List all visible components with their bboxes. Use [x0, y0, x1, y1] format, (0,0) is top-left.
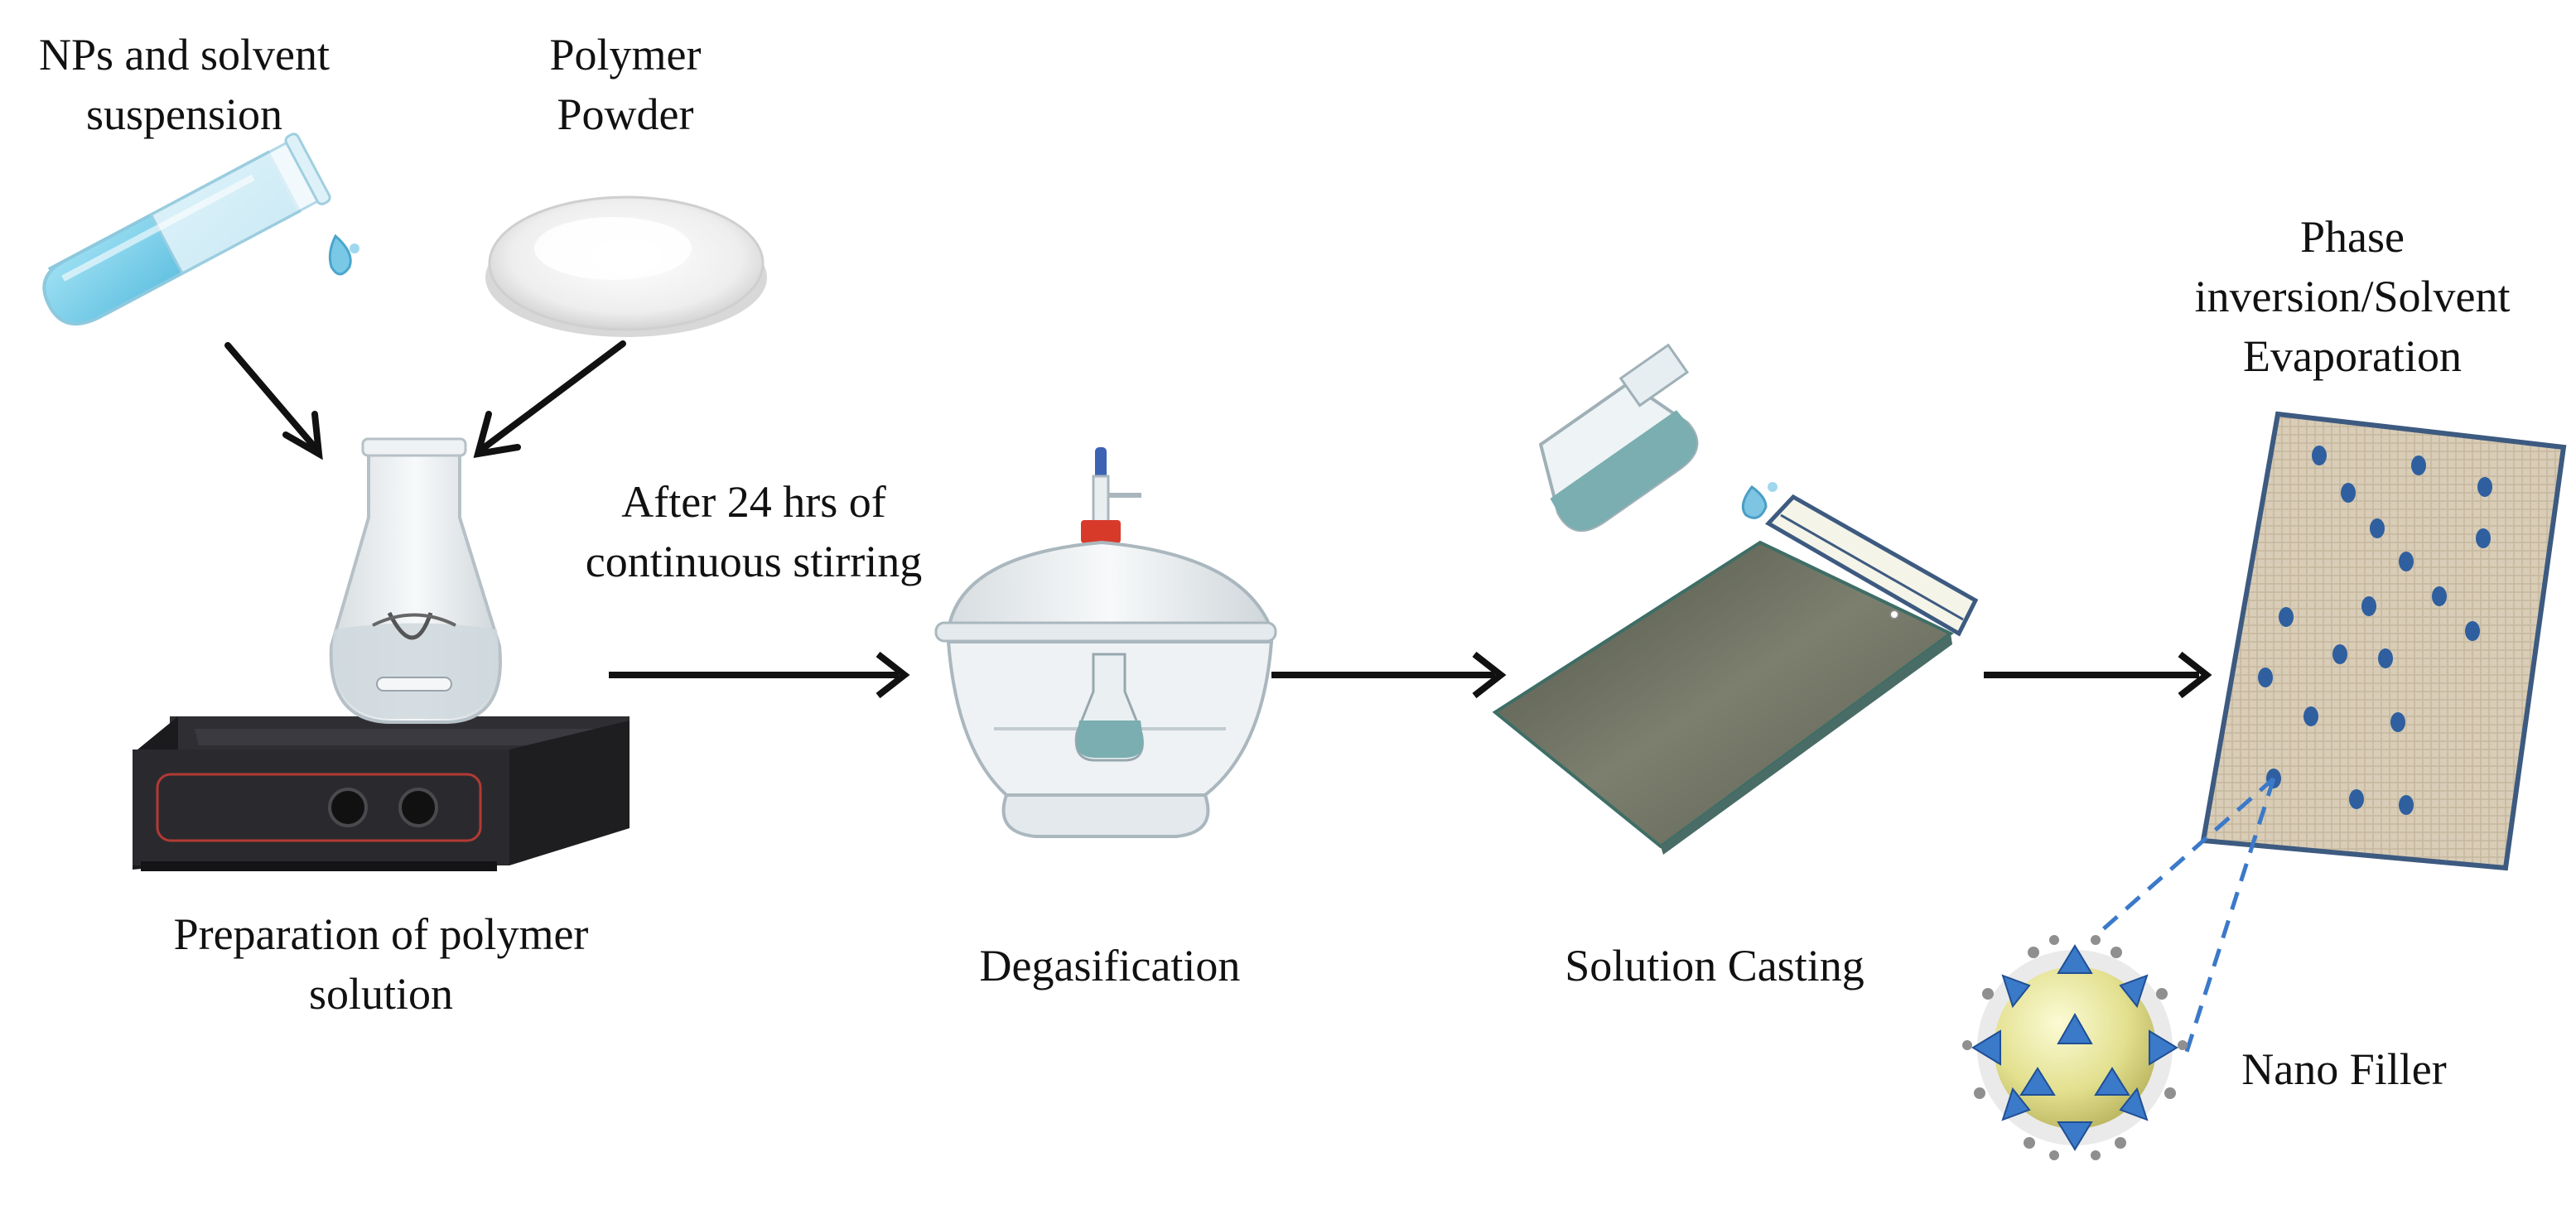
preparation-label-line1: Preparation of polymer — [173, 909, 589, 959]
phase-label-line2: inversion/Solvent — [2194, 272, 2511, 321]
polymer-label-line1: Polymer — [549, 30, 702, 80]
stirring-label-line2: continuous stirring — [585, 537, 923, 586]
zoom-lines — [2094, 777, 2276, 1053]
solution-casting-text: Solution Casting — [1565, 941, 1864, 991]
phase-label-line3: Evaporation — [2243, 331, 2462, 381]
nps-suspension-label: NPs and solvent suspension — [0, 25, 369, 144]
preparation-label: Preparation of polymer solution — [133, 904, 630, 1024]
nanoparticle-cluster-icon — [1962, 935, 2188, 1160]
degasification-text: Degasification — [979, 941, 1241, 991]
casting-plate-icon — [1492, 343, 1979, 855]
stirrer-hotplate-icon — [133, 437, 630, 871]
powder-dish-icon — [485, 195, 767, 337]
degasification-label: Degasification — [903, 936, 1317, 995]
vacuum-desiccator-icon — [934, 447, 1277, 838]
flow-arrow-1 — [609, 651, 910, 699]
nps-label-line2: suspension — [85, 89, 282, 139]
input-arrows — [224, 340, 626, 460]
membrane-film-icon — [2094, 411, 2567, 1053]
test-tube-icon — [42, 133, 359, 326]
stirring-label-line1: After 24 hrs of — [621, 477, 886, 527]
solution-casting-label: Solution Casting — [1507, 936, 1922, 995]
phase-label-line1: Phase — [2300, 212, 2405, 262]
flow-arrow-3 — [1984, 651, 2212, 699]
flow-arrow-2 — [1271, 651, 1507, 699]
nano-filler-text: Nano Filler — [2241, 1044, 2447, 1094]
nps-label-line1: NPs and solvent — [39, 30, 330, 80]
preparation-label-line2: solution — [308, 969, 454, 1019]
filler-dots — [2258, 446, 2492, 815]
nano-filler-label: Nano Filler — [2203, 1039, 2485, 1099]
stirring-label: After 24 hrs of continuous stirring — [547, 472, 961, 591]
phase-inversion-label: Phase inversion/Solvent Evaporation — [2145, 207, 2559, 386]
polymer-powder-label: Polymer Powder — [460, 25, 791, 144]
polymer-label-line2: Powder — [557, 89, 694, 139]
